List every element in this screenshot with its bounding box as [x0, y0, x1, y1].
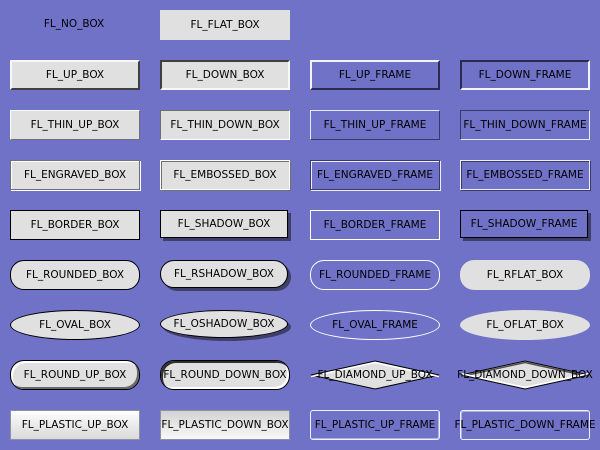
- fl-round-down-box: FL_ROUND_DOWN_BOX: [160, 360, 290, 390]
- fl-thin-down-box: FL_THIN_DOWN_BOX: [160, 110, 290, 140]
- fl-thin-down-box-label: FL_THIN_DOWN_BOX: [170, 119, 280, 131]
- fl-round-up-box: FL_ROUND_UP_BOX: [10, 360, 140, 390]
- fl-plastic-down-box-label: FL_PLASTIC_DOWN_BOX: [161, 419, 289, 431]
- fl-thin-up-box: FL_THIN_UP_BOX: [10, 110, 140, 140]
- fl-down-frame-label: FL_DOWN_FRAME: [478, 69, 572, 81]
- fl-diamond-down-box: FL_DIAMOND_DOWN_BOX: [457, 360, 593, 390]
- fl-plastic-down-frame: FL_PLASTIC_DOWN_FRAME: [454, 410, 596, 440]
- fl-border-box: FL_BORDER_BOX: [10, 210, 140, 240]
- fl-rounded-box-label: FL_ROUNDED_BOX: [25, 269, 125, 281]
- fl-plastic-up-box: FL_PLASTIC_UP_BOX: [10, 410, 140, 440]
- fl-engraved-frame-label: FL_ENGRAVED_FRAME: [316, 169, 434, 181]
- fl-rounded-frame: FL_ROUNDED_FRAME: [310, 260, 440, 290]
- fl-rshadow-box: FL_RSHADOW_BOX: [160, 260, 288, 288]
- fl-down-box: FL_DOWN_BOX: [160, 60, 290, 90]
- fl-up-frame: FL_UP_FRAME: [310, 60, 440, 90]
- fl-border-box-label: FL_BORDER_BOX: [30, 219, 120, 231]
- fl-rounded-box: FL_ROUNDED_BOX: [10, 260, 140, 290]
- fl-shadow-frame: FL_SHADOW_FRAME: [460, 210, 588, 238]
- fl-diamond-up-box-label: FL_DIAMOND_UP_BOX: [317, 369, 433, 381]
- fl-no-box: FL_NO_BOX: [10, 10, 138, 38]
- fl-thin-down-frame-label: FL_THIN_DOWN_FRAME: [463, 119, 587, 131]
- fl-up-box: FL_UP_BOX: [10, 60, 140, 90]
- fl-shadow-box-label: FL_SHADOW_BOX: [177, 218, 271, 230]
- fl-no-box-label: FL_NO_BOX: [43, 18, 105, 30]
- fl-plastic-up-frame-label: FL_PLASTIC_UP_FRAME: [314, 419, 436, 431]
- fl-up-box-label: FL_UP_BOX: [45, 69, 105, 81]
- fl-down-frame: FL_DOWN_FRAME: [460, 60, 590, 90]
- fl-thin-down-frame: FL_THIN_DOWN_FRAME: [460, 110, 590, 140]
- fl-border-frame: FL_BORDER_FRAME: [310, 210, 440, 240]
- fl-oshadow-box-label: FL_OSHADOW_BOX: [173, 318, 275, 330]
- fl-embossed-box: FL_EMBOSSED_BOX: [160, 160, 290, 190]
- fl-thin-up-box-label: FL_THIN_UP_BOX: [30, 119, 120, 131]
- fl-oflat-box: FL_OFLAT_BOX: [460, 310, 590, 340]
- fl-oval-box: FL_OVAL_BOX: [10, 310, 140, 340]
- fl-rflat-box: FL_RFLAT_BOX: [460, 260, 590, 290]
- fl-oval-box-label: FL_OVAL_BOX: [39, 319, 111, 331]
- fl-oflat-box-label: FL_OFLAT_BOX: [486, 319, 564, 331]
- fl-engraved-frame: FL_ENGRAVED_FRAME: [310, 160, 440, 190]
- fl-rounded-frame-label: FL_ROUNDED_FRAME: [318, 269, 432, 281]
- fl-shadow-frame-label: FL_SHADOW_FRAME: [470, 218, 578, 230]
- fl-engraved-box: FL_ENGRAVED_BOX: [10, 160, 140, 190]
- fl-thin-up-frame: FL_THIN_UP_FRAME: [310, 110, 440, 140]
- fl-border-frame-label: FL_BORDER_FRAME: [323, 219, 427, 231]
- fl-down-box-label: FL_DOWN_BOX: [185, 69, 265, 81]
- fl-rflat-box-label: FL_RFLAT_BOX: [486, 269, 564, 281]
- fl-up-frame-label: FL_UP_FRAME: [338, 69, 412, 81]
- fl-diamond-down-box-label: FL_DIAMOND_DOWN_BOX: [457, 369, 593, 381]
- fl-oval-frame-label: FL_OVAL_FRAME: [332, 319, 418, 331]
- fl-plastic-up-frame: FL_PLASTIC_UP_FRAME: [310, 410, 440, 440]
- diamond-down-shape: [460, 360, 590, 390]
- fl-embossed-frame: FL_EMBOSSED_FRAME: [460, 160, 590, 190]
- fl-thin-up-frame-label: FL_THIN_UP_FRAME: [323, 119, 427, 131]
- fl-flat-box: FL_FLAT_BOX: [160, 10, 290, 40]
- fl-round-up-box-label: FL_ROUND_UP_BOX: [23, 369, 127, 381]
- fl-oshadow-box: FL_OSHADOW_BOX: [160, 310, 288, 338]
- fl-flat-box-label: FL_FLAT_BOX: [190, 19, 260, 31]
- fl-shadow-box: FL_SHADOW_BOX: [160, 210, 288, 238]
- fl-round-down-box-label: FL_ROUND_DOWN_BOX: [163, 369, 287, 381]
- fl-engraved-box-label: FL_ENGRAVED_BOX: [23, 169, 127, 181]
- diamond-up-shape: [310, 360, 440, 390]
- fl-rshadow-box-label: FL_RSHADOW_BOX: [174, 268, 274, 280]
- fl-oval-frame: FL_OVAL_FRAME: [310, 310, 440, 340]
- fl-embossed-box-label: FL_EMBOSSED_BOX: [173, 169, 277, 181]
- fl-plastic-down-box: FL_PLASTIC_DOWN_BOX: [160, 410, 290, 440]
- fl-embossed-frame-label: FL_EMBOSSED_FRAME: [466, 169, 584, 181]
- fl-plastic-down-frame-label: FL_PLASTIC_DOWN_FRAME: [454, 419, 596, 431]
- fl-plastic-up-box-label: FL_PLASTIC_UP_BOX: [21, 419, 129, 431]
- fl-diamond-up-box: FL_DIAMOND_UP_BOX: [310, 360, 440, 390]
